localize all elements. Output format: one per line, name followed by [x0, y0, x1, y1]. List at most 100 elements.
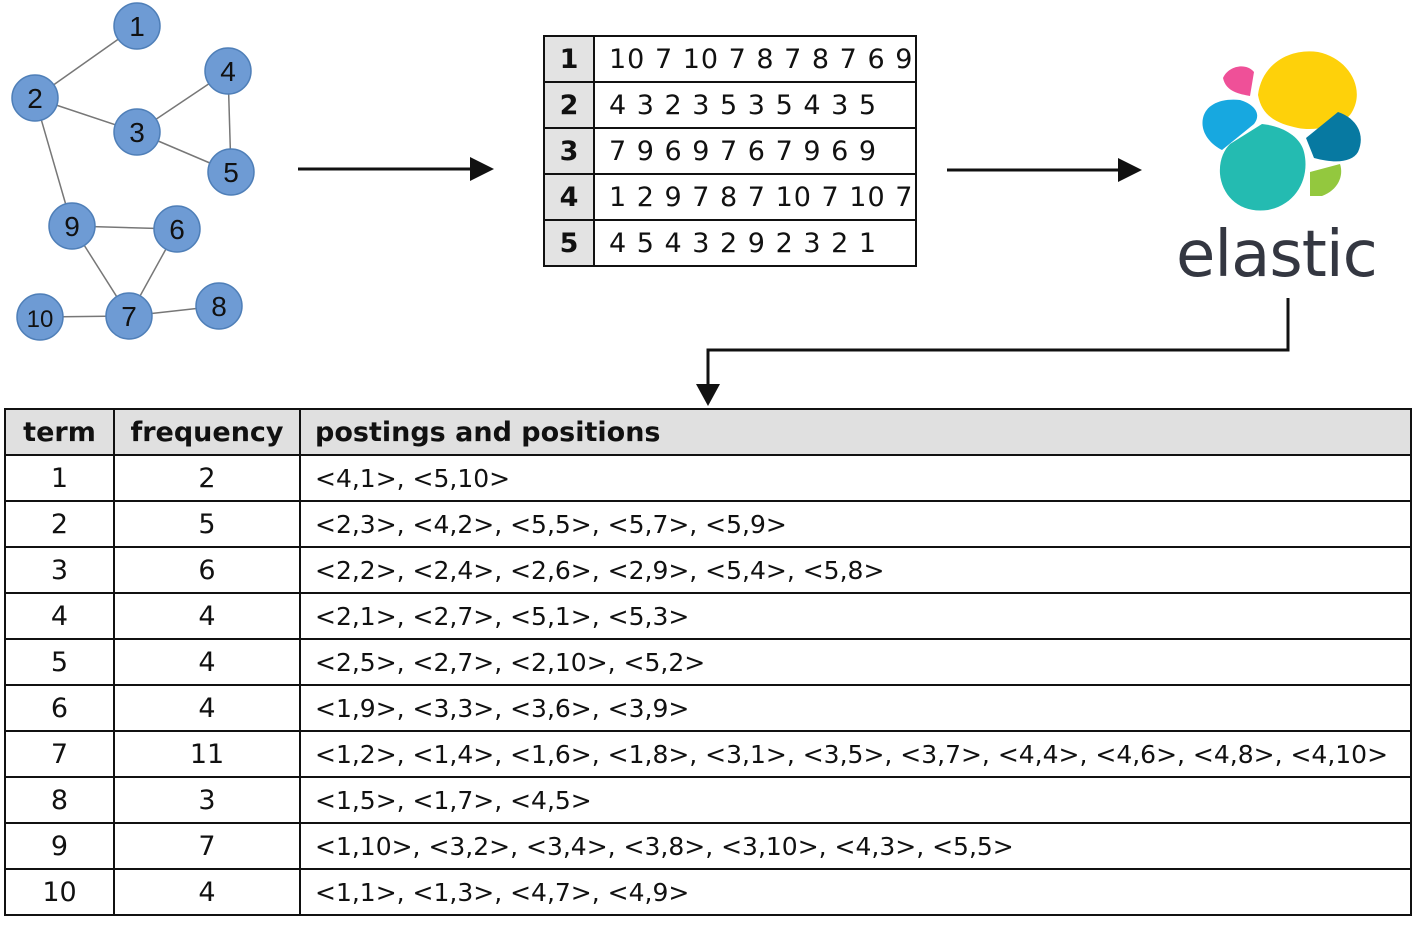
postings-cell: <4,1>, <5,10> [299, 454, 1412, 502]
term-cell: 4 [4, 592, 115, 640]
graph-node: 4 [204, 47, 252, 95]
graph-node-label: 8 [211, 291, 227, 322]
walk-id: 3 [543, 127, 595, 175]
logo-teal-shape [1219, 124, 1306, 211]
term-cell: 1 [4, 454, 115, 502]
header-term: term [4, 408, 115, 456]
graph-node-label: 3 [129, 117, 145, 148]
walk-id: 4 [543, 173, 595, 221]
arrow-head-3 [696, 384, 720, 406]
walk-id: 5 [543, 219, 595, 267]
term-cell: 7 [4, 730, 115, 778]
graph-node-label: 10 [27, 306, 54, 333]
walk-id: 2 [543, 81, 595, 129]
graph-nodes: 1 2 3 4 5 6 7 8 9 10 [11, 2, 255, 341]
graph-node-circle [153, 205, 201, 253]
frequency-cell: 5 [113, 500, 301, 548]
graph-node-circle [207, 148, 255, 196]
graph-node: 1 [113, 2, 161, 50]
graph-node: 9 [48, 202, 96, 250]
frequency-cell: 4 [113, 868, 301, 916]
graph-node-circle [113, 2, 161, 50]
graph-node: 8 [195, 282, 243, 330]
graph-node-circle [48, 202, 96, 250]
term-cell: 3 [4, 546, 115, 594]
walk-sequence: 1 2 9 7 8 7 10 7 10 7 [593, 173, 917, 221]
postings-cell: <2,1>, <2,7>, <5,1>, <5,3> [299, 592, 1412, 640]
graph-node-circle [16, 293, 64, 341]
frequency-cell: 4 [113, 684, 301, 732]
frequency-cell: 4 [113, 638, 301, 686]
postings-cell: <1,9>, <3,3>, <3,6>, <3,9> [299, 684, 1412, 732]
term-cell: 10 [4, 868, 115, 916]
term-cell: 2 [4, 500, 115, 548]
postings-cell: <1,1>, <1,3>, <4,7>, <4,9> [299, 868, 1412, 916]
logo-darkblue-shape [1306, 112, 1361, 162]
postings-cell: <2,2>, <2,4>, <2,6>, <2,9>, <5,4>, <5,8> [299, 546, 1412, 594]
graph-node: 2 [11, 74, 59, 122]
frequency-cell: 4 [113, 592, 301, 640]
arrow-head-1 [470, 157, 494, 181]
frequency-cell: 2 [113, 454, 301, 502]
graph-node: 3 [113, 108, 161, 156]
graph-node: 7 [105, 292, 153, 340]
arrow-elastic-to-index [706, 298, 1290, 386]
graph-node-label: 9 [64, 211, 80, 242]
frequency-cell: 6 [113, 546, 301, 594]
walk-sequence: 7 9 6 9 7 6 7 9 6 9 [593, 127, 917, 175]
index-header-row: term frequency postings and positions [4, 408, 1412, 456]
graph-node-circle [105, 292, 153, 340]
graph-node-label: 6 [169, 214, 185, 245]
graph-node-label: 5 [223, 157, 239, 188]
header-frequency: frequency [113, 408, 301, 456]
postings-cell: <2,5>, <2,7>, <2,10>, <5,2> [299, 638, 1412, 686]
walk-sequence: 10 7 10 7 8 7 8 7 6 9 [593, 35, 917, 83]
header-postings: postings and positions [299, 408, 1412, 456]
walk-sequence: 4 3 2 3 5 3 5 4 3 5 [593, 81, 917, 129]
frequency-cell: 11 [113, 730, 301, 778]
term-cell: 8 [4, 776, 115, 824]
postings-cell: <1,10>, <3,2>, <3,4>, <3,8>, <3,10>, <4,… [299, 822, 1412, 870]
graph-node-label: 2 [27, 83, 43, 114]
logo-green-shape [1310, 164, 1342, 196]
graph-node: 5 [207, 148, 255, 196]
term-cell: 5 [4, 638, 115, 686]
postings-cell: <2,3>, <4,2>, <5,5>, <5,7>, <5,9> [299, 500, 1412, 548]
graph: 1 2 3 4 5 6 7 8 9 10 [11, 2, 255, 341]
logo-pink-shape [1223, 66, 1254, 96]
logo-lightblue-shape [1202, 99, 1258, 150]
graph-node-circle [195, 282, 243, 330]
frequency-cell: 3 [113, 776, 301, 824]
term-cell: 6 [4, 684, 115, 732]
postings-cell: <1,5>, <1,7>, <4,5> [299, 776, 1412, 824]
graph-node-circle [204, 47, 252, 95]
graph-node-circle [11, 74, 59, 122]
walk-sequence: 4 5 4 3 2 9 2 3 2 1 [593, 219, 917, 267]
walk-id: 1 [543, 35, 595, 83]
graph-node: 10 [16, 293, 64, 341]
graph-node-label: 1 [129, 11, 145, 42]
arrow-head-2 [1118, 158, 1142, 182]
logo-yellow-shape [1258, 51, 1357, 130]
term-cell: 9 [4, 822, 115, 870]
graph-node-circle [113, 108, 161, 156]
frequency-cell: 7 [113, 822, 301, 870]
